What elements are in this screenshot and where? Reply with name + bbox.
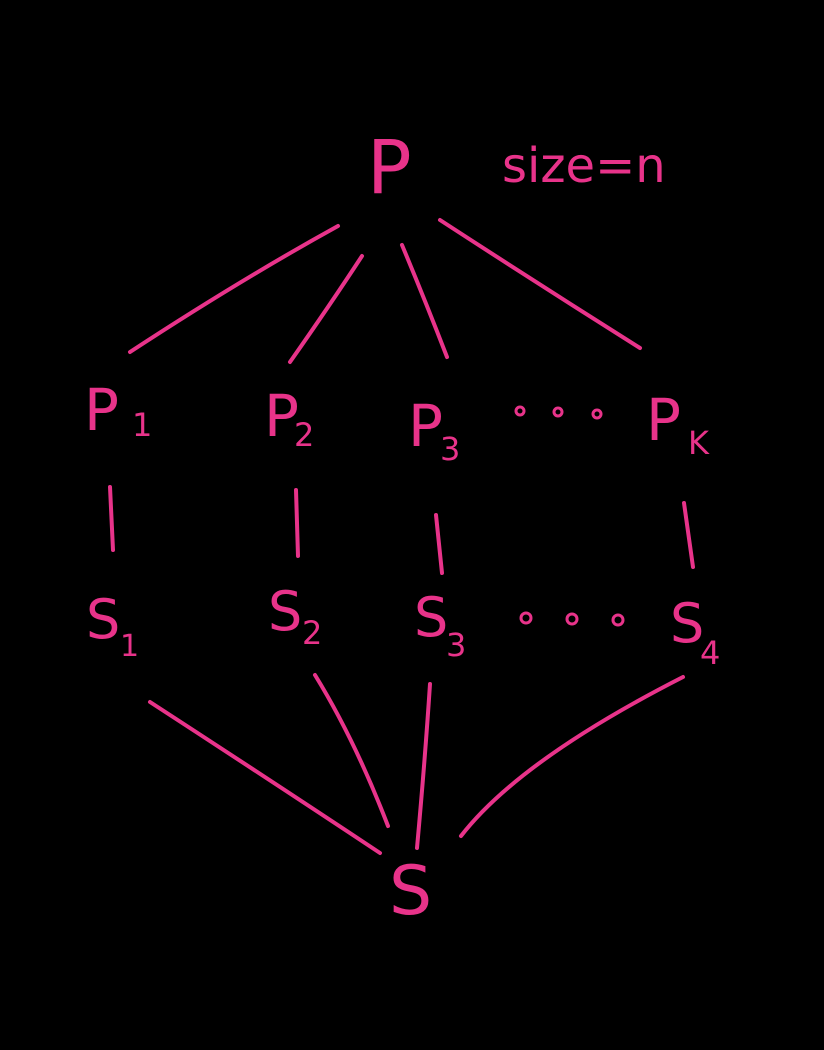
node-p2: P 2 — [264, 382, 314, 454]
edge-p1-s1 — [108, 485, 115, 552]
node-s4: S 4 — [670, 592, 720, 672]
node-s1: S 1 — [86, 588, 139, 664]
node-s2: S 2 — [268, 580, 322, 652]
node-s2-base: S — [268, 580, 302, 643]
node-s1-sub: 1 — [120, 629, 139, 664]
root-node-label: P — [367, 125, 412, 211]
node-p1-sub: 1 — [132, 406, 152, 444]
node-p1: P 1 — [84, 376, 152, 444]
ellipsis-s-dot-1 — [519, 611, 533, 625]
sink-node-label: S — [389, 852, 432, 931]
edge-p-pk — [438, 218, 642, 350]
node-s1-base: S — [86, 588, 120, 651]
edge-s3-s — [415, 682, 432, 850]
node-pk-sub: K — [688, 424, 710, 462]
edge-pk-s4 — [682, 501, 695, 569]
node-s4-base: S — [670, 592, 704, 655]
edge-p-p2 — [288, 254, 364, 364]
ellipsis-p-dot-1 — [514, 405, 526, 417]
node-p3-sub: 3 — [440, 430, 460, 468]
ellipsis-p — [514, 405, 603, 420]
ellipsis-s — [519, 611, 625, 627]
ellipsis-s-dot-2 — [565, 612, 579, 626]
node-p1-base: P — [84, 376, 119, 444]
node-p2-sub: 2 — [294, 416, 314, 454]
edge-p2-s2 — [294, 488, 300, 558]
node-pk: P K — [646, 386, 710, 462]
node-s2-sub: 2 — [302, 614, 322, 652]
node-pk-base: P — [646, 386, 681, 454]
edge-p3-s3 — [434, 513, 444, 575]
node-s4-sub: 4 — [700, 634, 720, 672]
edge-p-p1 — [128, 224, 340, 354]
edge-s1-s — [148, 700, 382, 855]
node-p3: P 3 — [408, 392, 460, 468]
node-s3-base: S — [414, 586, 448, 649]
size-annotation: size=n — [502, 138, 666, 194]
edge-s4-s — [459, 675, 685, 838]
node-p3-base: P — [408, 392, 443, 460]
node-s3-sub: 3 — [446, 626, 466, 664]
edge-p-p3 — [400, 243, 449, 359]
edge-s2-s — [313, 673, 390, 828]
ellipsis-s-dot-3 — [611, 613, 625, 627]
node-s3: S 3 — [414, 586, 466, 664]
ellipsis-p-dot-3 — [591, 408, 603, 420]
node-p2-base: P — [264, 382, 299, 450]
ellipsis-p-dot-2 — [552, 406, 564, 418]
